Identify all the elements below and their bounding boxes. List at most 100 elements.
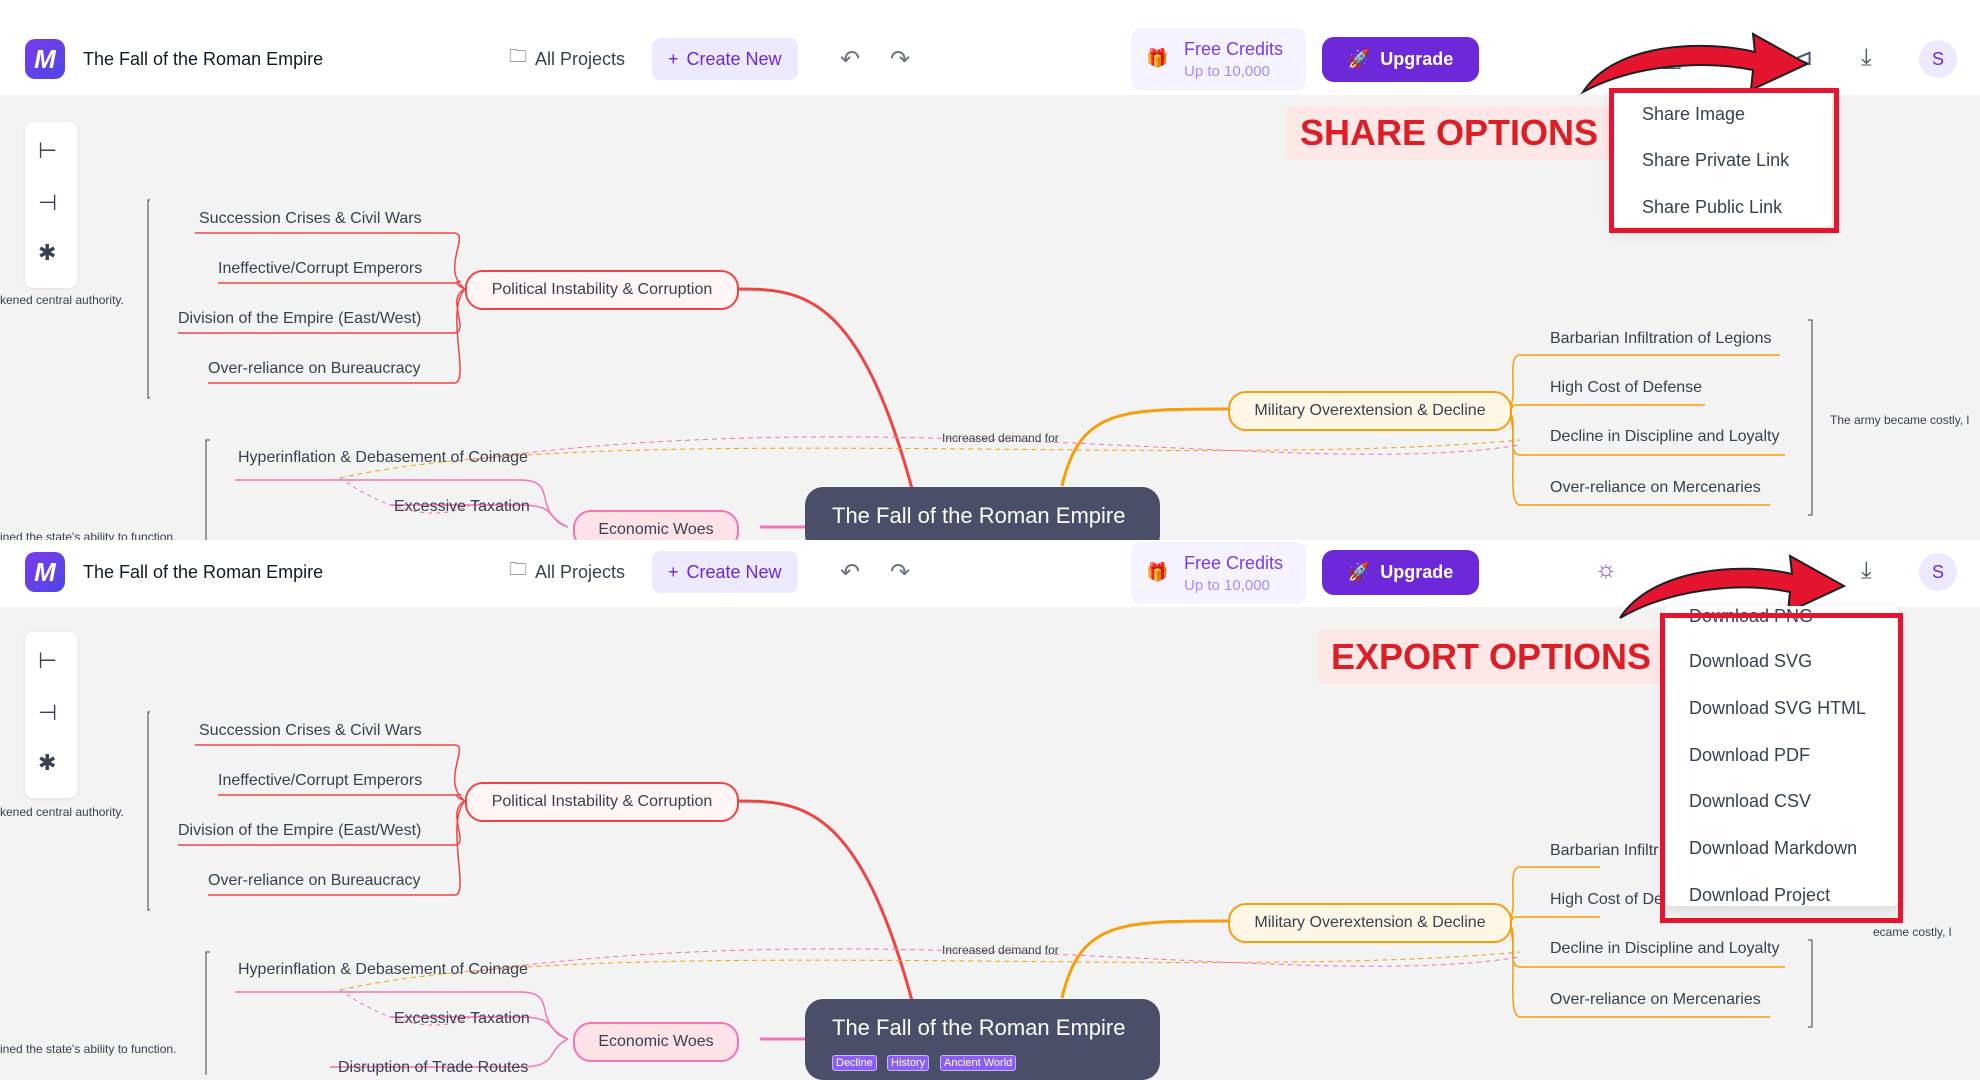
credits-title: Free Credits — [1184, 553, 1284, 573]
leaf-division[interactable]: Division of the Empire (East/West) — [178, 822, 422, 839]
leaf-mercenaries[interactable]: Over-reliance on Mercenaries — [1550, 479, 1761, 496]
share-menu: Share Image Share Private Link Share Pub… — [1612, 92, 1832, 227]
leaf-bureaucracy[interactable]: Over-reliance on Bureaucracy — [208, 872, 421, 889]
layout-right-icon[interactable]: ⊢ — [38, 648, 58, 673]
note-economic: ined the state's ability to function. — [0, 530, 177, 540]
upgrade-button[interactable]: 🚀 Upgrade — [1322, 37, 1479, 82]
leaf-hyperinflation[interactable]: Hyperinflation & Debasement of Coinage — [238, 961, 528, 978]
branch-political[interactable]: Political Instability & Corruption — [465, 270, 739, 310]
logo-icon[interactable]: M — [25, 39, 65, 79]
menu-download-pdf[interactable]: Download PDF — [1689, 745, 1811, 765]
plus-icon: + — [668, 48, 679, 69]
layout-left-icon[interactable]: ⊣ — [38, 190, 58, 215]
leaf-barbarian[interactable]: Barbarian Infiltration of Legions — [1550, 330, 1772, 347]
branch-military[interactable]: Military Overextension & Decline — [1228, 903, 1512, 943]
layout-radial-icon[interactable]: ✱ — [38, 240, 57, 265]
branch-military[interactable]: Military Overextension & Decline — [1228, 391, 1512, 431]
leaf-division[interactable]: Division of the Empire (East/West) — [178, 310, 422, 327]
branch-economic[interactable]: Economic Woes — [573, 510, 739, 540]
redo-icon[interactable]: ↷ — [890, 559, 911, 586]
leaf-emperors[interactable]: Ineffective/Corrupt Emperors — [218, 772, 423, 789]
theme-icon[interactable]: ☼ — [1595, 556, 1617, 583]
root-title: The Fall of the Roman Empire — [832, 503, 1126, 528]
gift-icon: 🎁 — [1146, 562, 1169, 582]
layout-left-icon[interactable]: ⊣ — [38, 700, 58, 725]
rocket-icon: 🚀 — [1347, 562, 1371, 582]
rocket-icon: 🚀 — [1347, 49, 1371, 69]
credits-subtitle: Up to 10,000 — [1184, 577, 1270, 594]
free-credits-button[interactable]: 🎁 Free Credits Up to 10,000 — [1131, 28, 1306, 90]
upgrade-label: Upgrade — [1380, 49, 1454, 69]
mindmap-connectors — [147, 199, 1813, 540]
export-menu: Download PNG Download SVG Download SVG H… — [1665, 606, 1898, 906]
all-projects-button[interactable]: 🗀 All Projects — [493, 551, 641, 593]
undo-icon[interactable]: ↶ — [840, 559, 861, 586]
upgrade-label: Upgrade — [1380, 562, 1454, 582]
leaf-taxation[interactable]: Excessive Taxation — [394, 1010, 530, 1027]
leaf-discipline[interactable]: Decline in Discipline and Loyalty — [1550, 428, 1780, 445]
root-node[interactable]: The Fall of the Roman Empire Decline His… — [805, 999, 1160, 1080]
plus-icon: + — [668, 561, 679, 582]
menu-download-csv[interactable]: Download CSV — [1689, 791, 1812, 811]
project-title: The Fall of the Roman Empire — [83, 562, 324, 582]
all-projects-label: All Projects — [535, 48, 626, 69]
avatar[interactable]: S — [1919, 553, 1957, 591]
download-icon[interactable]: ⤓ — [1861, 557, 1872, 584]
leaf-taxation[interactable]: Excessive Taxation — [394, 498, 530, 515]
create-new-label: Create New — [686, 48, 782, 69]
leaf-succession[interactable]: Succession Crises & Civil Wars — [199, 210, 422, 227]
top-bar: M The Fall of the Roman Empire 🗀All Proj… — [0, 0, 1980, 95]
leaf-trade-routes[interactable]: Disruption of Trade Routes — [338, 1059, 529, 1076]
leaf-barbarian-cut[interactable]: Barbarian Infiltr — [1550, 842, 1659, 859]
branch-political[interactable]: Political Instability & Corruption — [465, 782, 739, 822]
redo-icon[interactable]: ↷ — [890, 46, 911, 73]
create-new-button[interactable]: + Create New — [652, 551, 798, 593]
tag-history[interactable]: History — [887, 1055, 930, 1071]
share-options-callout: SHARE OPTIONS — [1286, 106, 1613, 160]
link-label: Increased demand for — [942, 943, 1059, 957]
menu-download-svg[interactable]: Download SVG — [1689, 651, 1813, 671]
note-economic: ined the state's ability to function. — [0, 1042, 177, 1056]
leaf-defense-cost-cut[interactable]: High Cost of De — [1550, 891, 1663, 908]
tag-decline[interactable]: Decline — [832, 1055, 877, 1071]
menu-download-project[interactable]: Download Project — [1689, 885, 1831, 905]
create-new-button[interactable]: + Create New — [652, 38, 798, 80]
root-title: The Fall of the Roman Empire — [832, 1015, 1126, 1040]
note-political: kened central authority. — [0, 293, 124, 307]
menu-download-markdown[interactable]: Download Markdown — [1689, 838, 1858, 858]
credits-title: Free Credits — [1184, 39, 1284, 59]
leaf-emperors[interactable]: Ineffective/Corrupt Emperors — [218, 260, 423, 277]
logo-icon[interactable]: M — [25, 552, 65, 592]
layout-right-icon[interactable]: ⊢ — [38, 138, 58, 163]
menu-share-image[interactable]: Share Image — [1642, 104, 1746, 124]
leaf-discipline[interactable]: Decline in Discipline and Loyalty — [1550, 940, 1780, 957]
layout-radial-icon[interactable]: ✱ — [38, 750, 57, 775]
screenshot-export-panel: M The Fall of the Roman Empire 🗀 All Proj… — [0, 540, 1980, 1080]
leaf-bureaucracy[interactable]: Over-reliance on Bureaucracy — [208, 360, 421, 377]
credits-subtitle: Up to 10,000 — [1184, 63, 1270, 80]
layout-toolbar: ⊢ ⊣ ✱ — [25, 632, 77, 798]
download-icon[interactable]: ⤓ — [1861, 44, 1872, 71]
all-projects-button[interactable]: 🗀 All Projects — [493, 38, 641, 80]
all-projects-label: All Projects — [535, 561, 626, 582]
leaf-hyperinflation[interactable]: Hyperinflation & Debasement of Coinage — [238, 449, 528, 466]
leaf-defense-cost[interactable]: High Cost of Defense — [1550, 379, 1703, 396]
root-node[interactable]: The Fall of the Roman Empire — [805, 487, 1160, 540]
branch-economic[interactable]: Economic Woes — [573, 1022, 739, 1062]
upgrade-button[interactable]: 🚀 Upgrade — [1322, 550, 1479, 595]
leaf-mercenaries[interactable]: Over-reliance on Mercenaries — [1550, 991, 1761, 1008]
export-options-callout: EXPORT OPTIONS — [1317, 630, 1666, 684]
red-arrow-icon — [1580, 32, 1810, 95]
free-credits-button[interactable]: 🎁 Free Credits Up to 10,000 — [1131, 542, 1306, 604]
folder-icon: 🗀 — [509, 46, 527, 66]
undo-icon[interactable]: ↶ — [840, 46, 861, 73]
create-new-label: Create New — [686, 561, 782, 582]
menu-download-svg-html[interactable]: Download SVG HTML — [1689, 698, 1867, 718]
avatar[interactable]: S — [1919, 40, 1957, 78]
tag-ancient-world[interactable]: Ancient World — [940, 1055, 1017, 1071]
layout-toolbar: ⊢ ⊣ ✱ — [25, 122, 77, 288]
leaf-succession[interactable]: Succession Crises & Civil Wars — [199, 722, 422, 739]
folder-icon: 🗀 — [509, 559, 527, 579]
menu-share-private-link[interactable]: Share Private Link — [1642, 150, 1790, 170]
menu-share-public-link[interactable]: Share Public Link — [1642, 197, 1783, 217]
